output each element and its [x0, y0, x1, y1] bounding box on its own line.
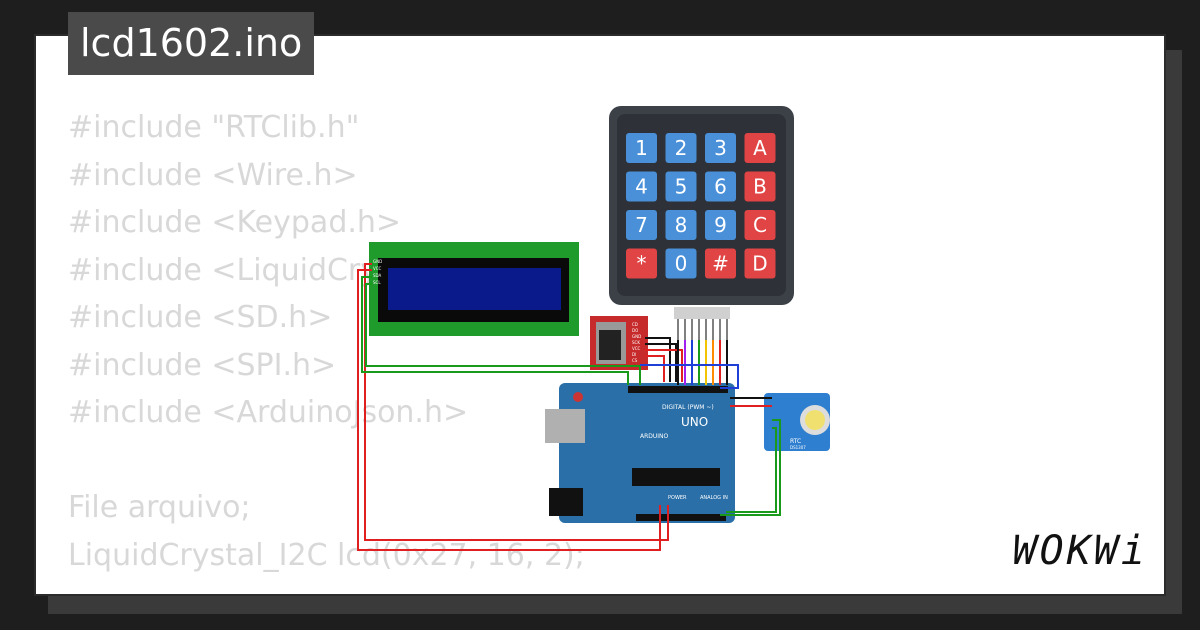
- analog-label: ANALOG IN: [700, 495, 728, 501]
- wokwi-logo: WOKWi: [1012, 528, 1148, 574]
- rtc-chip: DS1307: [790, 445, 806, 450]
- keypad-key[interactable]: [705, 248, 736, 279]
- code-line: #include <SD.h>: [68, 300, 333, 335]
- code-line: #include <Keypad.h>: [68, 205, 402, 240]
- keypad-key[interactable]: [744, 133, 776, 163]
- lcd-pin-scl: SCL: [373, 280, 381, 285]
- mcu-chip: [632, 468, 720, 486]
- keypad-connector: [674, 307, 730, 340]
- digital-label: DIGITAL (PWM ~): [662, 404, 714, 411]
- rtc-label: RTC: [790, 438, 801, 445]
- keypad-key[interactable]: [705, 133, 736, 163]
- keypad-key-label: #: [712, 252, 729, 276]
- keypad-key-label: 0: [675, 252, 688, 276]
- lcd-pin-sda: SDA: [373, 273, 382, 278]
- reset-button: [573, 392, 583, 402]
- lcd-pin-gnd: GND: [373, 259, 382, 264]
- code-line: #include <Wire.h>: [68, 157, 358, 193]
- keypad-key-label: 1: [635, 136, 648, 160]
- keypad-key[interactable]: [626, 210, 657, 240]
- sd-pin-sck: SCK: [632, 340, 640, 345]
- keypad-key[interactable]: [665, 248, 697, 279]
- code-line: #include "RTClib.h": [68, 110, 360, 145]
- keypad-key-label: B: [753, 175, 767, 199]
- keypad[interactable]: 1 2 3 A 4 5 6 B 7 8 9 C * 0 # D: [609, 106, 794, 340]
- file-title-tab[interactable]: lcd1602.ino: [68, 12, 315, 75]
- rtc-module[interactable]: RTC DS1307: [764, 393, 830, 451]
- board-brand: ARDUINO: [640, 433, 669, 440]
- power-jack: [549, 488, 583, 516]
- code-line: File arquivo;: [68, 490, 251, 525]
- keypad-key-label: 5: [675, 175, 688, 199]
- keypad-key-label: 9: [714, 213, 727, 237]
- digital-header: [628, 386, 728, 393]
- keypad-key-label: C: [753, 213, 767, 237]
- keypad-key-label: *: [637, 252, 647, 276]
- lcd-pin-labels: GND VCC SDA SCL: [373, 259, 382, 285]
- keypad-key[interactable]: [744, 248, 776, 279]
- sd-pin-cs: CS: [632, 358, 638, 363]
- keypad-key-label: 2: [675, 136, 688, 160]
- arduino-uno-board[interactable]: DIGITAL (PWM ~) UNO ARDUINO POWER ANALOG…: [545, 383, 735, 523]
- power-label: POWER: [668, 495, 687, 501]
- keypad-key-label: 4: [635, 175, 648, 199]
- sd-pin-gnd: GND: [632, 334, 641, 339]
- power-analog-header: [636, 514, 726, 521]
- keypad-key-label: 7: [635, 213, 648, 237]
- keypad-key[interactable]: [665, 133, 697, 163]
- keypad-key-label: D: [752, 252, 767, 276]
- keypad-key[interactable]: [626, 248, 657, 279]
- code-line: #include <SPI.h>: [68, 347, 337, 383]
- lcd-display[interactable]: GND VCC SDA SCL: [369, 242, 579, 336]
- sd-pin-cd: CD: [632, 322, 638, 327]
- keypad-key[interactable]: [626, 133, 657, 163]
- wires: [357, 263, 781, 551]
- keypad-key[interactable]: [744, 210, 776, 240]
- board-name: UNO: [681, 415, 708, 429]
- keypad-key[interactable]: [665, 171, 697, 202]
- code-line: LiquidCrystal_I2C lcd(0x27, 16, 2);: [68, 537, 585, 573]
- lcd-pin-vcc: VCC: [373, 266, 382, 271]
- code-line: #include <ArduinoJson.h>: [68, 395, 469, 430]
- usb-port: [545, 409, 585, 443]
- keypad-key[interactable]: [626, 171, 657, 202]
- keypad-key[interactable]: [744, 171, 776, 202]
- keypad-key-label: A: [753, 136, 767, 160]
- sd-pin-do: DO: [632, 328, 638, 333]
- keypad-key[interactable]: [705, 171, 736, 202]
- keypad-key-label: 8: [675, 213, 688, 237]
- sd-pin-di: DI: [632, 352, 636, 357]
- keypad-key-label: 6: [714, 175, 727, 199]
- keypad-key-label: 3: [714, 136, 727, 160]
- keypad-key[interactable]: [665, 210, 697, 240]
- keypad-key[interactable]: [705, 210, 736, 240]
- sd-pin-vcc: VCC: [632, 346, 641, 351]
- sd-card-module[interactable]: CD DO GND SCK VCC DI CS: [590, 316, 648, 370]
